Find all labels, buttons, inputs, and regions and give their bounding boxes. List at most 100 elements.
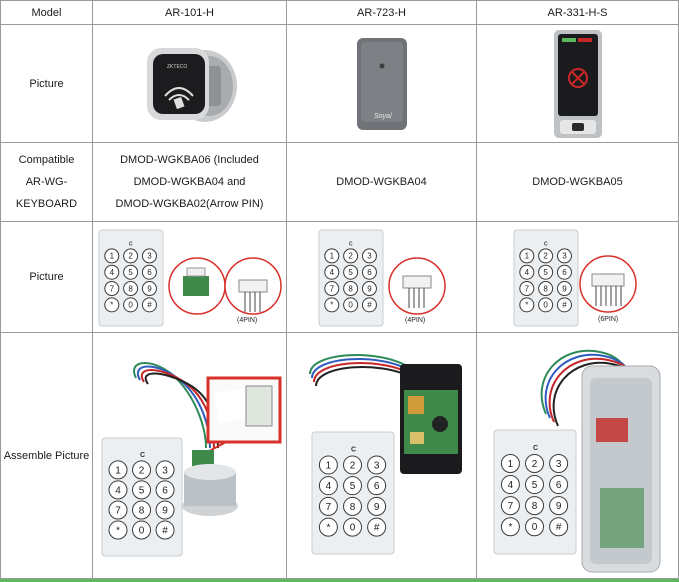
keypad-key[interactable]: [108, 480, 128, 500]
keypad-key[interactable]: [132, 480, 152, 500]
keypad-key[interactable]: [324, 281, 340, 297]
keypad-key[interactable]: [343, 264, 359, 280]
ar101-picture-cell: ZKTECO: [93, 25, 287, 143]
keypad-key[interactable]: [367, 517, 387, 537]
keypad-key[interactable]: [104, 264, 120, 280]
keypad-key-label: 7: [326, 502, 332, 513]
keypad-key-label: 3: [374, 460, 380, 471]
keypad-key[interactable]: [123, 248, 139, 264]
keypad-key[interactable]: [367, 476, 387, 496]
keypad-key-label: 4: [115, 485, 121, 496]
keypad-key[interactable]: [141, 264, 157, 280]
keypad-key[interactable]: [500, 475, 520, 495]
keypad-brand-mark: C: [140, 452, 145, 459]
keypad-key[interactable]: [500, 517, 520, 537]
keypad-key[interactable]: [525, 475, 545, 495]
keypad-key[interactable]: [343, 297, 359, 313]
ar331-picture-cell: [477, 25, 679, 143]
keypad-key[interactable]: [361, 248, 377, 264]
keypad-key[interactable]: [367, 496, 387, 516]
keypad-key[interactable]: [132, 500, 152, 520]
keypad-key[interactable]: [538, 281, 554, 297]
keypad-key[interactable]: [525, 453, 545, 473]
keypad-key[interactable]: [318, 455, 338, 475]
keypad-key[interactable]: [343, 496, 363, 516]
keypad-key[interactable]: [318, 517, 338, 537]
keypad-key[interactable]: [132, 460, 152, 480]
assemble-label: Assemble Picture: [3, 449, 90, 462]
ar101-assemble-cell: [93, 333, 287, 579]
keypad-key[interactable]: [556, 281, 572, 297]
keypad-key-label: 6: [162, 485, 168, 496]
keypad-key[interactable]: [519, 264, 535, 280]
keypad-key[interactable]: [155, 520, 175, 540]
ar331-reader-image: [553, 29, 602, 138]
keypad-key-label: 6: [556, 480, 562, 491]
keypad-key[interactable]: [538, 248, 554, 264]
keypad-key-label: 6: [562, 268, 567, 277]
keypad-key[interactable]: [549, 475, 569, 495]
keypad-key[interactable]: [104, 248, 120, 264]
keypad-key[interactable]: [324, 297, 340, 313]
keypad-key[interactable]: [141, 281, 157, 297]
keypad-key-label: 6: [374, 481, 380, 492]
keypad-key[interactable]: [318, 476, 338, 496]
keypad-key[interactable]: [343, 281, 359, 297]
keypad-key[interactable]: [361, 297, 377, 313]
keypad-key[interactable]: [318, 496, 338, 516]
keypad-key[interactable]: [549, 453, 569, 473]
keypad-key[interactable]: [556, 248, 572, 264]
keypad-key-label: 2: [139, 465, 145, 476]
keypad-key[interactable]: [525, 496, 545, 516]
keypad-key[interactable]: [108, 500, 128, 520]
keypad-key[interactable]: [361, 281, 377, 297]
keypad-key[interactable]: [343, 517, 363, 537]
keypad-key[interactable]: [549, 496, 569, 516]
keypad-key[interactable]: [104, 281, 120, 297]
keypad-key[interactable]: [343, 455, 363, 475]
keypad-key-label: 9: [162, 505, 168, 516]
keypad-key[interactable]: [123, 264, 139, 280]
ar331-pin-label: (6PIN): [598, 316, 618, 323]
keypad-key[interactable]: [141, 248, 157, 264]
keypad-key[interactable]: [500, 496, 520, 516]
keypad-key[interactable]: [155, 480, 175, 500]
keypad-key-label: *: [326, 523, 330, 534]
keypad-key[interactable]: [519, 248, 535, 264]
keypad-key-label: 5: [350, 481, 356, 492]
keypad-key[interactable]: [538, 297, 554, 313]
keypad-brand-mark: C: [533, 445, 538, 452]
keypad-key[interactable]: [519, 281, 535, 297]
keypad-key[interactable]: [538, 264, 554, 280]
keypad-key[interactable]: [361, 264, 377, 280]
keypad-key[interactable]: [549, 517, 569, 537]
keypad-key-label: 8: [348, 284, 353, 293]
keypad-key[interactable]: [556, 264, 572, 280]
ar723-assemble-cell: [287, 333, 477, 579]
keypad-key[interactable]: [324, 264, 340, 280]
keypad-key[interactable]: [519, 297, 535, 313]
keypad-key[interactable]: [343, 248, 359, 264]
keypad-key[interactable]: [367, 455, 387, 475]
keypad-key[interactable]: [500, 453, 520, 473]
keypad-brand-mark: C: [349, 241, 353, 247]
keypad-key[interactable]: [123, 297, 139, 313]
keypad-key[interactable]: [324, 248, 340, 264]
keypad-key-label: *: [330, 301, 333, 310]
keypad-brand-mark: C: [544, 241, 548, 247]
keypad-key[interactable]: [104, 297, 120, 313]
keypad-key[interactable]: [108, 460, 128, 480]
keypad-key-label: 1: [115, 465, 121, 476]
keypad-key[interactable]: [132, 520, 152, 540]
keypad-key[interactable]: [108, 520, 128, 540]
keypad-key-label: #: [556, 522, 562, 533]
keypad-key[interactable]: [141, 297, 157, 313]
keypad-key[interactable]: [155, 500, 175, 520]
keypad-key[interactable]: [123, 281, 139, 297]
keypad-key[interactable]: [343, 476, 363, 496]
keypad-key[interactable]: [525, 517, 545, 537]
keypad-key[interactable]: [556, 297, 572, 313]
keypad-key[interactable]: [155, 460, 175, 480]
